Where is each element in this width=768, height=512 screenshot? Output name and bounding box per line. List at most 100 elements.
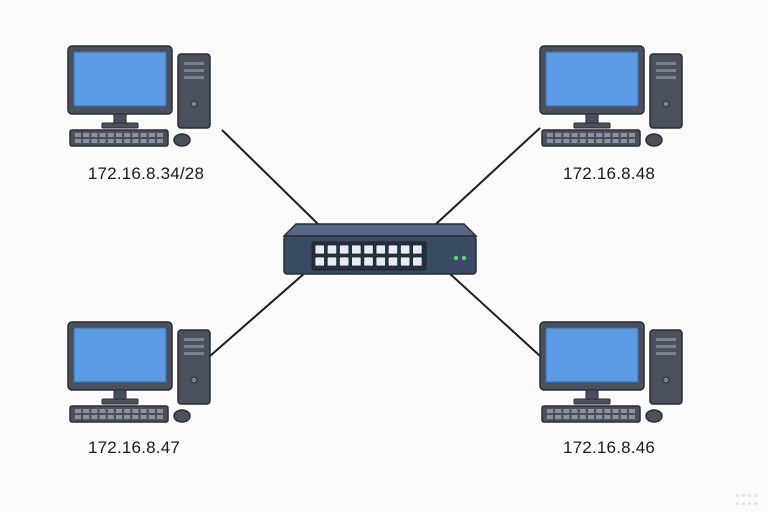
keyboard-key: [579, 415, 586, 419]
tower-drive-bay-3: [184, 76, 204, 79]
keyboard-key: [140, 133, 147, 137]
keyboard-key: [99, 415, 106, 419]
mouse: [645, 409, 663, 423]
keyboard-key: [579, 409, 586, 413]
keyboard-key: [107, 409, 114, 413]
tower-power-button: [662, 100, 670, 108]
keyboard-key: [148, 415, 155, 419]
cable-bottom-right: [447, 271, 541, 357]
keyboard-key: [612, 415, 619, 419]
keyboard-key: [629, 133, 635, 137]
keyboard-key: [83, 409, 90, 413]
keyboard-key: [75, 139, 81, 143]
cable-top-left: [221, 129, 319, 225]
keyboard-key: [83, 133, 90, 137]
tower-drive-bay-1: [184, 62, 204, 65]
keyboard-key: [124, 409, 131, 413]
switch-led-1: [453, 255, 459, 261]
keyboard-key: [547, 415, 553, 419]
tower-drive-bay-2: [656, 345, 676, 348]
keyboard-key: [132, 409, 139, 413]
switch-port: [399, 244, 411, 255]
keyboard-key: [604, 139, 611, 143]
monitor-base: [101, 122, 139, 129]
keyboard-key: [571, 139, 578, 143]
keyboard-key: [588, 133, 594, 137]
switch-port: [363, 256, 374, 267]
monitor-base: [573, 398, 611, 405]
tower-drive-bay-2: [184, 345, 204, 348]
keyboard-key: [620, 409, 627, 413]
keyboard-key: [140, 139, 147, 143]
keyboard-key: [124, 415, 131, 419]
keyboard-key: [99, 133, 106, 137]
desktop-computer-icon: [539, 45, 683, 147]
keyboard-key: [91, 409, 98, 413]
keyboard-key: [588, 415, 594, 419]
switch-led-2: [461, 255, 467, 261]
keyboard-key: [563, 139, 570, 143]
keyboard-key: [83, 139, 90, 143]
keyboard-key: [124, 133, 131, 137]
keyboard-key: [157, 415, 163, 419]
keyboard-key: [83, 415, 90, 419]
keyboard-key: [157, 133, 163, 137]
keyboard-key: [588, 409, 594, 413]
switch-port: [363, 244, 374, 255]
switch-port: [314, 244, 325, 255]
switch-port: [375, 256, 386, 267]
switch-port: [351, 244, 362, 255]
monitor-screen: [73, 51, 167, 107]
switch-port: [338, 244, 350, 255]
keyboard-key: [148, 139, 155, 143]
mouse: [173, 409, 191, 423]
keyboard-key: [99, 139, 106, 143]
switch-port: [326, 244, 338, 255]
keyboard-key: [604, 133, 611, 137]
tower-drive-bay-1: [656, 62, 676, 65]
keyboard-key: [620, 415, 627, 419]
ip-label-bottom-left: 172.16.8.47: [87, 438, 181, 457]
switch-port: [375, 244, 386, 255]
keyboard-key: [579, 139, 586, 143]
keyboard-key: [604, 409, 611, 413]
monitor-base: [573, 122, 611, 129]
monitor-screen: [545, 327, 639, 383]
tower-drive-bay-3: [184, 352, 204, 355]
switch-port: [351, 256, 362, 267]
keyboard-key: [148, 409, 155, 413]
switch-port: [412, 244, 423, 255]
keyboard-key: [116, 415, 122, 419]
switch-top-face: [282, 223, 478, 237]
tower-drive-bay-2: [656, 69, 676, 72]
switch-port: [338, 256, 350, 267]
mouse: [173, 133, 191, 147]
switch-port: [387, 256, 399, 267]
keyboard-key: [555, 139, 562, 143]
keyboard-key: [604, 415, 611, 419]
cable-top-right: [435, 127, 541, 225]
keyboard-key: [148, 133, 155, 137]
tower-power-button: [190, 376, 198, 384]
keyboard-key: [75, 133, 81, 137]
keyboard-key: [107, 133, 114, 137]
keyboard-key: [107, 415, 114, 419]
keyboard-key: [75, 415, 81, 419]
tower-case: [649, 53, 683, 129]
tower-drive-bay-2: [184, 69, 204, 72]
keyboard-key: [75, 409, 81, 413]
keyboard-key: [612, 133, 619, 137]
keyboard: [69, 129, 169, 147]
switch-ports: [314, 244, 423, 267]
switch-port: [412, 256, 423, 267]
keyboard-key: [620, 139, 627, 143]
switch-port: [314, 256, 325, 267]
keyboard-key: [596, 409, 603, 413]
keyboard-key: [555, 415, 562, 419]
mouse: [645, 133, 663, 147]
keyboard-key: [91, 139, 98, 143]
desktop-computer-icon: [67, 321, 211, 423]
tower-drive-bay-1: [184, 338, 204, 341]
